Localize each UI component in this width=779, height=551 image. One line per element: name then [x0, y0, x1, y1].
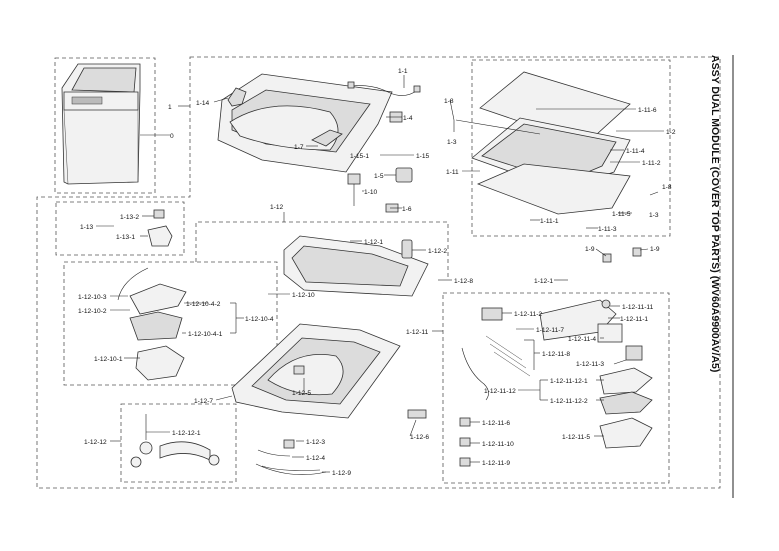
- label-1-11-6: 1-11-6: [638, 107, 657, 114]
- label-1-12-11-8: 1-12-11-8: [542, 351, 570, 358]
- label-1-5: 1-5: [374, 173, 384, 180]
- label-1-11-3: 1-11-3: [598, 226, 617, 233]
- part-1-12-3: [283, 439, 295, 449]
- label-1-12-12-1: 1-12-12-1: [172, 430, 201, 437]
- drain-hose-1-12-12: [130, 414, 220, 468]
- label-1-3-left: 1-3: [447, 139, 457, 146]
- label-1-4: 1-4: [403, 115, 413, 122]
- part-1-5: [395, 167, 413, 183]
- label-1-12-11-10: 1-12-11-10: [482, 441, 514, 448]
- box-1-13: [55, 201, 185, 256]
- leader-lines: [96, 75, 664, 473]
- label-1-12-11-6: 1-12-11-6: [482, 420, 510, 427]
- label-1-8-right: 1-8: [662, 184, 672, 191]
- part-1-7: [311, 129, 343, 147]
- label-1-8-left: 1-8: [444, 98, 454, 105]
- part-1-12-2: [401, 239, 413, 259]
- part-1-12-6: [407, 409, 427, 419]
- label-1-12-8: 1-12-8: [454, 278, 473, 285]
- box-1-12-10: [63, 261, 278, 386]
- label-1-12-12: 1-12-12: [84, 439, 107, 446]
- diagram-title: ASSY DUAL MODULE (COVER TOP PARTS) (WV60…: [709, 55, 721, 372]
- label-1-13-1: 1-13-1: [116, 234, 135, 241]
- label-1-3-right: 1-3: [649, 212, 659, 219]
- part-labels: 0 1 1-1 1-2 1-3 1-3 1-4 1-5 1-6 1-7 1-8 …: [78, 68, 676, 477]
- label-1-15: 1-15: [416, 153, 430, 160]
- label-1-11-1: 1-11-1: [540, 218, 559, 225]
- label-1-12-1: 1-12-1: [364, 239, 383, 246]
- label-1-11-5: 1-11-5: [612, 211, 631, 218]
- label-1-12-11-12: 1-12-11-12: [484, 388, 516, 395]
- label-1-12-10-1: 1-12-10-1: [94, 356, 123, 363]
- label-1-1: 1-1: [398, 68, 408, 75]
- label-1-12-11-9: 1-12-11-9: [482, 460, 510, 467]
- label-1-9-right: 1-9: [650, 246, 660, 253]
- part-1-12-10-3-hose: [117, 267, 149, 301]
- base-frame-1-12-7: [231, 323, 401, 419]
- part-1-9-right: [632, 247, 642, 257]
- part-1-13-1: [147, 225, 173, 247]
- lid-assembly-1-11: [453, 71, 631, 215]
- label-1-12-10-4-1: 1-12-10-4-1: [188, 331, 223, 338]
- part-1-12-10-4-1: [129, 311, 183, 341]
- control-frame-1-12: [283, 235, 429, 297]
- label-1-12-10-3: 1-12-10-3: [78, 294, 107, 301]
- label-1-12-9: 1-12-9: [332, 470, 351, 477]
- label-1-12-1-right: 1-12-1: [534, 278, 553, 285]
- label-1-12-5: 1-12-5: [292, 390, 311, 397]
- label-1-14: 1-14: [196, 100, 210, 107]
- label-1-11-4: 1-11-4: [626, 148, 645, 155]
- part-1-10: [347, 173, 361, 206]
- label-1-12-11-11: 1-12-11-11: [622, 304, 654, 311]
- part-1-12-9-wire: [255, 463, 327, 475]
- label-1-11-2: 1-11-2: [642, 160, 661, 167]
- part-1-13-2: [153, 209, 165, 219]
- part-1-1-wire: [347, 81, 421, 96]
- label-1-12-11-2: 1-12-11-2: [514, 311, 542, 318]
- part-1-12-10-4-2: [129, 283, 187, 315]
- detergent-module-1-12-11: [459, 299, 653, 467]
- label-1-12-10: 1-12-10: [292, 292, 315, 299]
- label-1-12-11-12-2: 1-12-11-12-2: [550, 398, 588, 405]
- label-1: 1: [168, 104, 172, 111]
- label-1-12-11-7: 1-12-11-7: [536, 327, 564, 334]
- box-1-12-12: [120, 403, 237, 483]
- label-1-12-2: 1-12-2: [428, 248, 447, 255]
- label-1-12-7: 1-12-7: [194, 398, 213, 405]
- label-1-12-11-3: 1-12-11-3: [576, 361, 604, 368]
- label-1-7: 1-7: [294, 144, 304, 151]
- label-1-15-1: 1-15-1: [350, 153, 369, 160]
- label-1-6: 1-6: [402, 206, 412, 213]
- label-1-11: 1-11: [446, 169, 459, 176]
- label-0: 0: [170, 133, 174, 140]
- label-1-12: 1-12: [270, 204, 284, 211]
- label-1-2: 1-2: [666, 129, 676, 136]
- outer-assembly-box: [36, 56, 721, 489]
- label-1-12-11-12-1: 1-12-11-12-1: [550, 378, 588, 385]
- label-1-12-4: 1-12-4: [306, 455, 325, 462]
- part-1-12-5: [293, 365, 305, 375]
- label-1-12-11-5: 1-12-11-5: [562, 434, 590, 441]
- label-1-9-left: 1-9: [585, 246, 595, 253]
- label-1-12-10-4: 1-12-10-4: [245, 316, 274, 323]
- label-1-12-6: 1-12-6: [410, 434, 429, 441]
- box-1-11: [471, 59, 671, 237]
- label-1-12-11: 1-12-11: [406, 329, 429, 336]
- label-1-10: 1-10: [364, 189, 378, 196]
- label-1-13: 1-13: [80, 224, 94, 231]
- label-1-13-2: 1-13-2: [120, 214, 139, 221]
- label-1-12-10-4-2: 1-12-10-4-2: [186, 301, 221, 308]
- label-1-12-11-1: 1-12-11-1: [620, 316, 648, 323]
- box-1-12-11: [442, 292, 670, 484]
- washer-box: [54, 57, 156, 194]
- label-1-12-10-2: 1-12-10-2: [78, 308, 107, 315]
- part-1-14: [227, 87, 247, 107]
- washing-machine-illustration: [61, 63, 141, 185]
- label-1-12-11-4: 1-12-11-4: [568, 336, 596, 343]
- part-1-9-left: [602, 253, 612, 263]
- part-1-12-4-wire: [257, 449, 321, 471]
- label-1-12-3: 1-12-3: [306, 439, 325, 446]
- part-1-12-10-1: [135, 345, 185, 381]
